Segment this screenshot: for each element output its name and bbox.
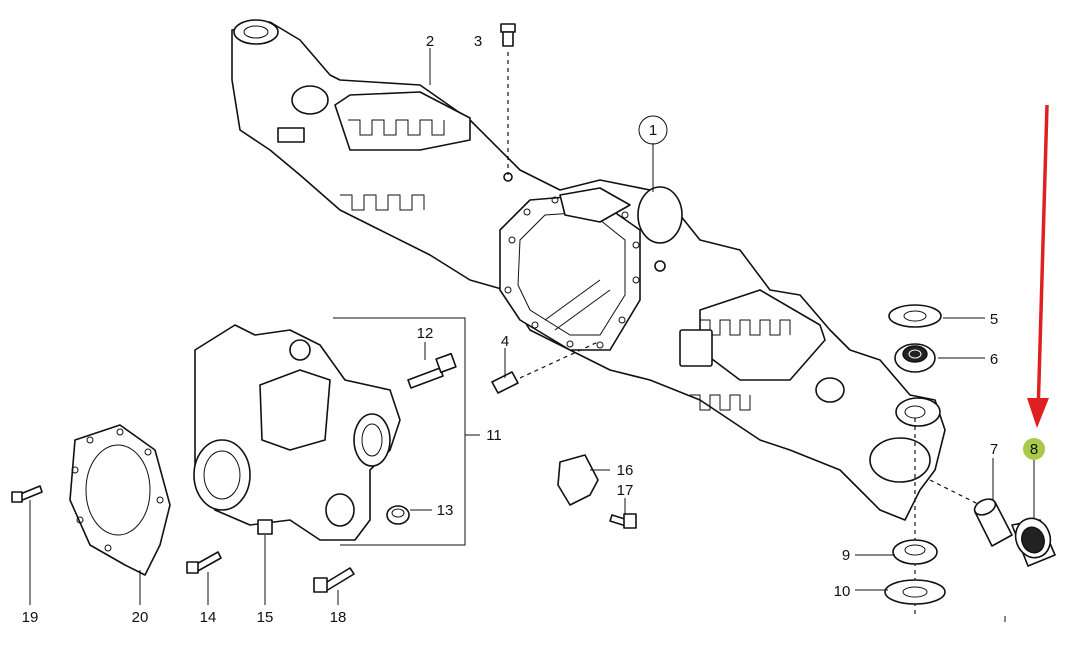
- callout-2: 2: [426, 33, 434, 50]
- svg-text:1: 1: [649, 122, 657, 139]
- callout-5: 5: [990, 311, 998, 328]
- part-9-bearing: [892, 539, 938, 565]
- callout-6: 6: [990, 351, 998, 368]
- part-8-seal: [1011, 517, 1056, 567]
- axle-housing: [231, 19, 946, 521]
- callout-15: 15: [257, 609, 274, 626]
- callout-12: 12: [417, 325, 434, 342]
- callout-7: 7: [990, 441, 998, 458]
- part-7-bushing: [973, 498, 1013, 547]
- callout-18: 18: [330, 609, 347, 626]
- leader-lines: [29, 48, 1035, 605]
- part-15-plug: [257, 519, 273, 535]
- part-13-bushing: [386, 505, 410, 525]
- callout-13: 13: [437, 502, 454, 519]
- callout-4: 4: [501, 333, 509, 350]
- part-10-washer: [884, 579, 946, 605]
- callout-20: 20: [132, 609, 149, 626]
- svg-text:8: 8: [1030, 441, 1038, 458]
- part-20-flange-plate: [69, 424, 171, 576]
- callout-17: 17: [617, 482, 634, 499]
- callout-14: 14: [200, 609, 217, 626]
- part-12-bolt: [407, 352, 457, 389]
- callout-labels: 1 2 3 4 5 6 7 8 9 10 11 12 13 14 15 16 1…: [22, 33, 1045, 626]
- callout-16: 16: [617, 462, 634, 479]
- callout-3: 3: [474, 33, 482, 50]
- red-pointer-arrow: [1027, 104, 1049, 428]
- part-3-plug: [500, 23, 516, 47]
- callout-1: 1: [638, 115, 668, 145]
- callout-8-highlighted: 8: [1023, 438, 1045, 460]
- callout-11: 11: [486, 427, 502, 444]
- assembly-line-4: [519, 341, 599, 379]
- part-5-washer: [888, 304, 942, 328]
- part-17-bolt: [609, 513, 637, 529]
- part-6-bearing: [894, 343, 936, 373]
- callout-19: 19: [22, 609, 39, 626]
- callout-9: 9: [842, 547, 850, 564]
- part-19-bolt: [11, 485, 43, 503]
- part-11-carrier-housing: [193, 324, 401, 541]
- part-16-cover: [557, 454, 599, 506]
- part-18-bolt: [313, 567, 355, 593]
- callout-10: 10: [834, 583, 851, 600]
- part-14-bolt: [186, 551, 222, 574]
- assembly-line-7: [929, 479, 991, 511]
- callout-bracket-11: [333, 317, 466, 546]
